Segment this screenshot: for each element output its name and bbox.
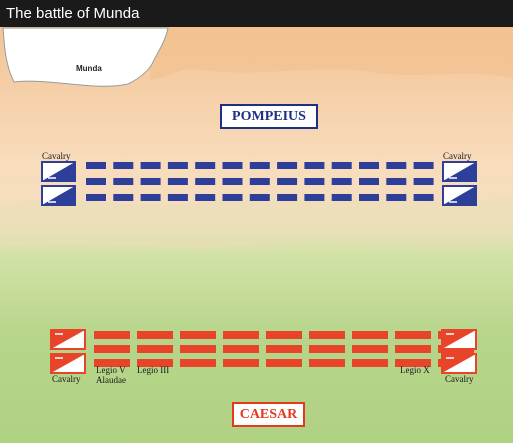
caesar-infantry-block xyxy=(137,331,173,339)
label-legio-iii: Legio III xyxy=(137,365,170,375)
pompeius-infantry-block xyxy=(304,178,325,185)
transition-band xyxy=(0,196,513,249)
pompeius-infantry-block xyxy=(277,194,298,201)
pompeius-infantry-block xyxy=(304,194,325,201)
caesar-infantry-block xyxy=(180,359,216,367)
pompeius-infantry-block xyxy=(222,178,243,185)
pompeius-infantry-block xyxy=(277,162,298,169)
caesar-formation xyxy=(50,329,477,374)
caesar-infantry-block xyxy=(266,359,302,367)
pompeius-infantry-block xyxy=(249,194,270,201)
label-pompeius-cavalry-left: Cavalry xyxy=(42,151,71,161)
caesar-infantry-block xyxy=(395,345,431,353)
caesar-infantry-block xyxy=(266,331,302,339)
pompeius-infantry-block xyxy=(113,178,134,185)
caesar-infantry-block xyxy=(395,331,431,339)
label-caesar-cavalry-right: Cavalry xyxy=(445,374,474,384)
pompeius-infantry-block xyxy=(331,194,352,201)
caesar-infantry-block xyxy=(94,345,130,353)
caesar-infantry-block xyxy=(266,345,302,353)
pompeius-infantry-block xyxy=(195,194,216,201)
cavalry-unit-marker xyxy=(42,162,75,181)
pompeius-infantry-block xyxy=(386,162,407,169)
caesar-infantry-block xyxy=(137,345,173,353)
cavalry-unit-marker xyxy=(443,186,476,205)
pompeius-infantry-block xyxy=(331,162,352,169)
pompeius-infantry-block xyxy=(359,194,379,201)
caesar-infantry-block xyxy=(223,345,259,353)
pompeius-infantry-block xyxy=(140,162,161,169)
caesar-infantry-block xyxy=(223,331,259,339)
pompeius-infantry-block xyxy=(140,194,161,201)
pompeius-infantry-block xyxy=(140,178,161,185)
caesar-infantry-block xyxy=(352,331,388,339)
label-alaudae: Alaudae xyxy=(96,375,126,385)
pompeius-infantry-block xyxy=(167,178,188,185)
pompeius-formation xyxy=(41,161,477,206)
pompeius-infantry-block xyxy=(413,178,434,185)
cavalry-unit-marker xyxy=(443,162,476,181)
pompeius-infantry-block xyxy=(277,178,298,185)
pompeius-infantry-block xyxy=(331,178,352,185)
label-caesar-cavalry-left: Cavalry xyxy=(52,374,81,384)
caesar-infantry-block xyxy=(94,359,130,367)
label-legio-x: Legio X xyxy=(400,365,430,375)
caesar-infantry-block xyxy=(223,359,259,367)
town-label-munda: Munda xyxy=(76,64,102,73)
caesar-infantry-block xyxy=(137,359,173,367)
pompeius-infantry-block xyxy=(249,178,270,185)
pompeius-infantry-block xyxy=(222,194,243,201)
caesar-infantry-block xyxy=(309,359,345,367)
caesar-infantry-block xyxy=(395,359,431,367)
pompeius-infantry-block xyxy=(86,178,106,185)
caesar-infantry-block xyxy=(94,331,130,339)
cavalry-unit-marker xyxy=(42,186,75,205)
pompeius-infantry-block xyxy=(195,178,216,185)
munda-town xyxy=(2,27,169,87)
army-label-pompeius: POMPEIUS xyxy=(220,104,318,129)
pompeius-infantry-block xyxy=(167,162,188,169)
caesar-infantry-block xyxy=(352,359,388,367)
pompeius-infantry-block xyxy=(195,162,216,169)
pompeius-infantry-block xyxy=(359,162,379,169)
hill-ridge xyxy=(0,27,513,80)
caesar-infantry-block xyxy=(309,331,345,339)
pompeius-infantry-block xyxy=(113,162,134,169)
pompeius-infantry-block xyxy=(413,162,434,169)
caesar-infantry-block xyxy=(180,331,216,339)
pompeius-infantry-block xyxy=(86,194,106,201)
caesar-infantry-block xyxy=(352,345,388,353)
map-title: The battle of Munda xyxy=(0,0,513,27)
label-legio-v: Legio V xyxy=(96,365,126,375)
pompeius-infantry-block xyxy=(222,162,243,169)
pompeius-infantry-block xyxy=(113,194,134,201)
pompeius-infantry-block xyxy=(304,162,325,169)
army-label-caesar: CAESAR xyxy=(232,402,305,427)
label-pompeius-cavalry-right: Cavalry xyxy=(443,151,472,161)
pompeius-infantry-block xyxy=(386,178,407,185)
pompeius-infantry-block xyxy=(86,162,106,169)
caesar-infantry-block xyxy=(309,345,345,353)
pompeius-infantry-block xyxy=(359,178,379,185)
pompeius-infantry-block xyxy=(249,162,270,169)
caesar-infantry-block xyxy=(180,345,216,353)
pompeius-infantry-block xyxy=(167,194,188,201)
pompeius-infantry-block xyxy=(386,194,407,201)
pompeius-infantry-block xyxy=(413,194,434,201)
